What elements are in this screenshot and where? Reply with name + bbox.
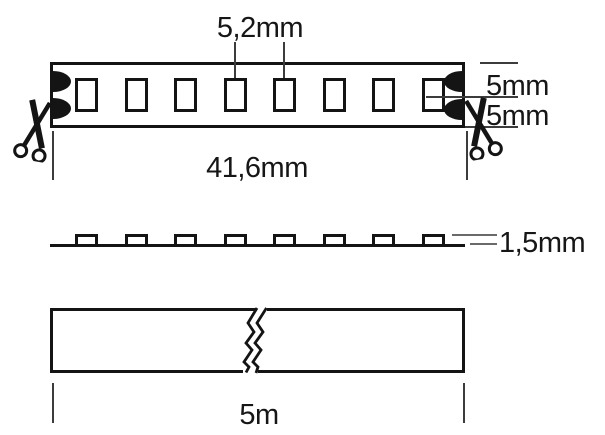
dim-extension-line-left <box>52 131 54 180</box>
dim-line-led-top <box>452 234 497 236</box>
led-pitch-label: 5,2mm <box>216 12 304 44</box>
scissors-icon <box>13 99 52 164</box>
strip-height-label: 1,5mm <box>499 227 586 259</box>
led-chip-side-profile <box>322 234 346 244</box>
led-chip-side-profile <box>421 234 445 244</box>
dim-line-bottom-edge <box>465 126 518 128</box>
solder-pad-top-right <box>444 71 462 92</box>
module-length-label: 41,6mm <box>206 152 308 184</box>
break-symbol <box>230 306 280 374</box>
led-chip <box>421 78 445 112</box>
led-chip-side-profile <box>372 234 395 244</box>
led-chip <box>174 78 197 112</box>
solder-pad-bottom-right <box>444 99 462 120</box>
total-length-label: 5m <box>239 399 279 431</box>
pitch-leader-line-left <box>234 42 236 101</box>
solder-pad-top-left <box>53 71 71 92</box>
strip-side-view-baseline <box>50 244 465 247</box>
led-chip <box>124 78 148 112</box>
led-chip <box>273 78 296 112</box>
dim-extension-line-right-bottom <box>463 383 465 423</box>
scissors-icon <box>464 97 503 162</box>
dim-line-strip-top <box>470 243 497 245</box>
strip-top-view-outline <box>50 62 465 128</box>
dim-extension-line-left-bottom <box>52 383 54 423</box>
led-chip <box>223 78 247 112</box>
led-chip <box>75 78 98 112</box>
led-chip <box>322 78 346 112</box>
led-chip <box>372 78 395 112</box>
led-chip-side-profile <box>174 234 197 244</box>
led-chip-side-profile <box>223 234 247 244</box>
dim-line-centerline <box>426 96 518 98</box>
led-chip-side-profile <box>124 234 148 244</box>
led-chip-side-profile <box>273 234 296 244</box>
pitch-leader-line-right <box>283 42 285 101</box>
solder-pad-bottom-left <box>53 98 71 119</box>
dim-extension-line-right <box>466 131 468 180</box>
led-chip-side-profile <box>75 234 98 244</box>
dim-tick-top-edge <box>480 62 518 64</box>
